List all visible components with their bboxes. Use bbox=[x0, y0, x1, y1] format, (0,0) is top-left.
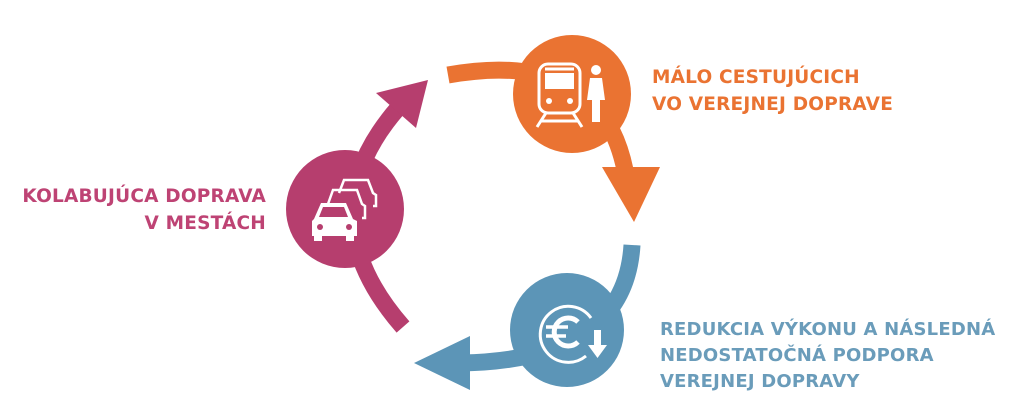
arrowhead-blue-icon bbox=[414, 336, 470, 390]
label-congestion: KOLABUJÚCA DOPRAVA V MESTÁCH bbox=[22, 183, 266, 237]
label-reduced-service: REDUKCIA VÝKONU A NÁSLEDNÁ NEDOSTATOČNÁ … bbox=[660, 317, 995, 395]
label-line: V MESTÁCH bbox=[144, 213, 266, 234]
node-congestion bbox=[286, 150, 404, 268]
label-few-passengers: MÁLO CESTUJÚCICH VO VEREJNEJ DOPRAVE bbox=[652, 64, 893, 118]
node-reduced-service bbox=[510, 273, 624, 387]
label-line: VO VEREJNEJ DOPRAVE bbox=[652, 94, 894, 115]
label-line: REDUKCIA VÝKONU A NÁSLEDNÁ bbox=[660, 319, 996, 340]
label-line: NEDOSTATOČNÁ PODPORA bbox=[660, 345, 934, 366]
arrowhead-orange-icon bbox=[602, 167, 660, 222]
label-line: KOLABUJÚCA DOPRAVA bbox=[22, 186, 266, 207]
train-and-person-icon bbox=[535, 62, 605, 128]
traffic-jam-cars-icon bbox=[312, 178, 378, 241]
label-line: VEREJNEJ DOPRAVY bbox=[660, 371, 860, 392]
arrowhead-magenta-icon bbox=[376, 80, 428, 128]
euro-decrease-icon bbox=[538, 304, 607, 364]
node-few-passengers bbox=[513, 35, 631, 153]
label-line: MÁLO CESTUJÚCICH bbox=[652, 67, 860, 88]
